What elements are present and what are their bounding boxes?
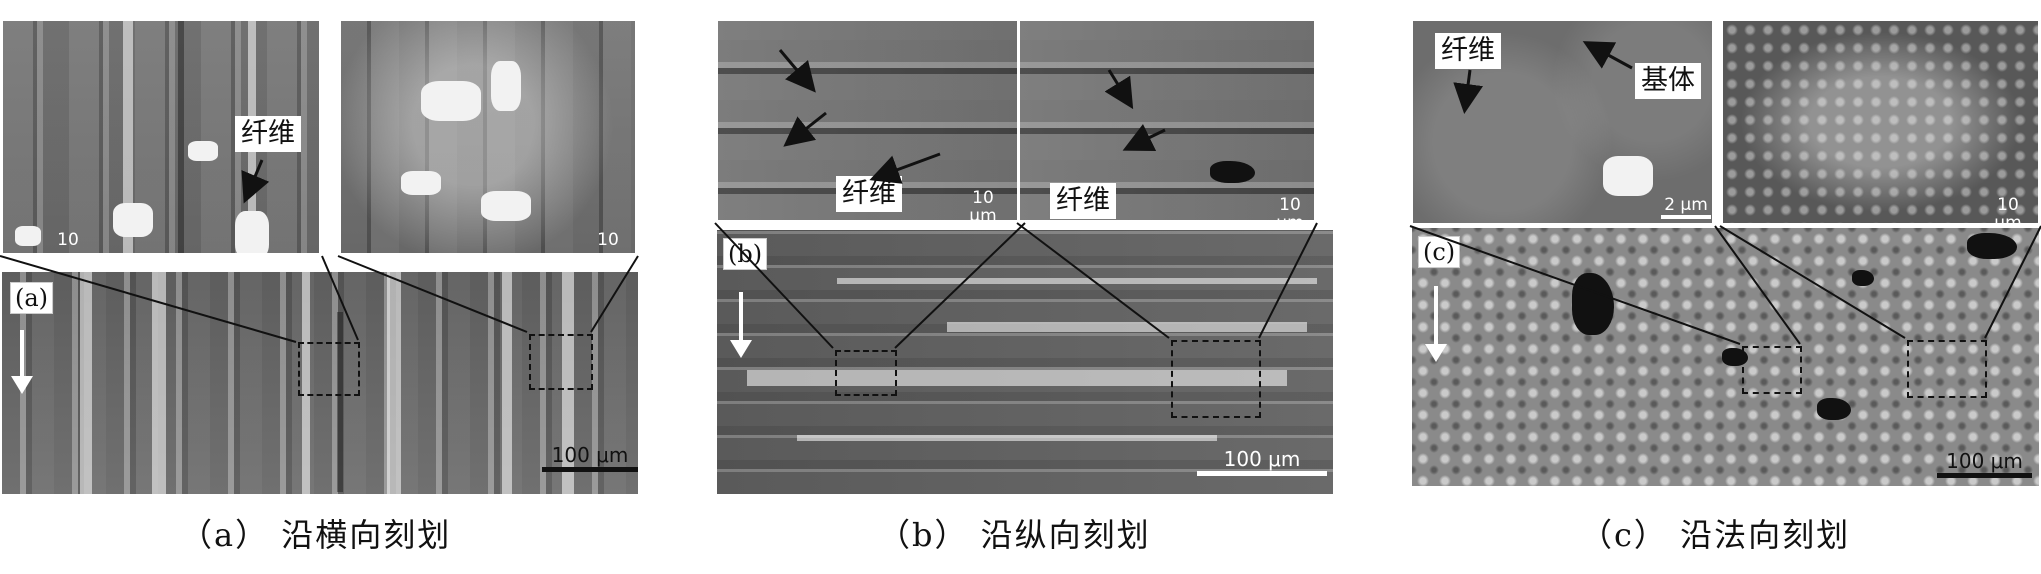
matrix-annotation: 基体 bbox=[1635, 63, 1701, 99]
fiber-annotation: 纤维 bbox=[235, 116, 301, 152]
panel-a-inset-1: 纤维 10 μm bbox=[0, 18, 322, 256]
scale-bar: 100 μm bbox=[542, 444, 638, 472]
scratch-direction-arrow bbox=[1425, 286, 1447, 362]
scale-bar: 10 μm bbox=[1983, 196, 2033, 223]
fiber-annotation: 纤维 bbox=[1435, 33, 1501, 69]
panel-label: (b) bbox=[723, 238, 768, 270]
panel-b-main-image: (b) 100 μm bbox=[715, 228, 1335, 496]
zoom-region-1 bbox=[835, 350, 897, 396]
scale-bar: 100 μm bbox=[1937, 450, 2032, 478]
caption-b: （b） 沿纵向刻划 bbox=[878, 516, 1151, 554]
panel-label: (a) bbox=[10, 282, 54, 314]
zoom-region-1 bbox=[1742, 346, 1802, 394]
scratch-direction-arrow bbox=[730, 292, 752, 358]
caption-c: （c） 沿法向刻划 bbox=[1580, 516, 1851, 554]
scale-bar: 10 μm bbox=[958, 189, 1008, 220]
panel-c-inset-1: 纤维 基体 2 μm bbox=[1410, 18, 1715, 226]
panel-b-inset-1: 纤维 10 μm bbox=[715, 18, 1025, 223]
panel-c: 纤维 基体 2 μm 10 μm (c) 100 μm （c） 沿法向刻划 bbox=[1410, 0, 2041, 574]
scale-bar: 2 μm bbox=[1661, 196, 1711, 219]
panel-b: 纤维 10 μm 纤维 10 μm (b) 100 μm （b） 沿纵向刻划 bbox=[710, 0, 1350, 574]
panel-a-inset-2: 10 μm bbox=[338, 18, 638, 256]
panel-label: (c) bbox=[1418, 236, 1461, 268]
panel-b-inset-2: 纤维 10 μm bbox=[1017, 18, 1317, 223]
panel-c-inset-2: 10 μm bbox=[1720, 18, 2041, 226]
scale-bar: 100 μm bbox=[1197, 448, 1327, 476]
zoom-region-2 bbox=[1907, 340, 1987, 398]
fiber-annotation: 纤维 bbox=[836, 176, 902, 212]
zoom-region-2 bbox=[1171, 340, 1261, 418]
panel-c-main-image: (c) 100 μm bbox=[1410, 226, 2041, 488]
panel-a-main-image: (a) 100 μm bbox=[0, 270, 640, 496]
scale-bar: 10 μm bbox=[43, 231, 93, 253]
scale-bar: 10 μm bbox=[1265, 196, 1314, 220]
zoom-region-2 bbox=[529, 334, 593, 390]
fiber-annotation: 纤维 bbox=[1050, 183, 1116, 219]
panel-a: 纤维 10 μm 10 μm (a) 100 μm （a） 沿横向刻划 bbox=[0, 0, 650, 574]
caption-a: （a） 沿横向刻划 bbox=[180, 516, 452, 554]
scratch-direction-arrow bbox=[11, 330, 33, 394]
zoom-region-1 bbox=[298, 342, 360, 396]
scale-bar: 10 μm bbox=[583, 231, 633, 253]
